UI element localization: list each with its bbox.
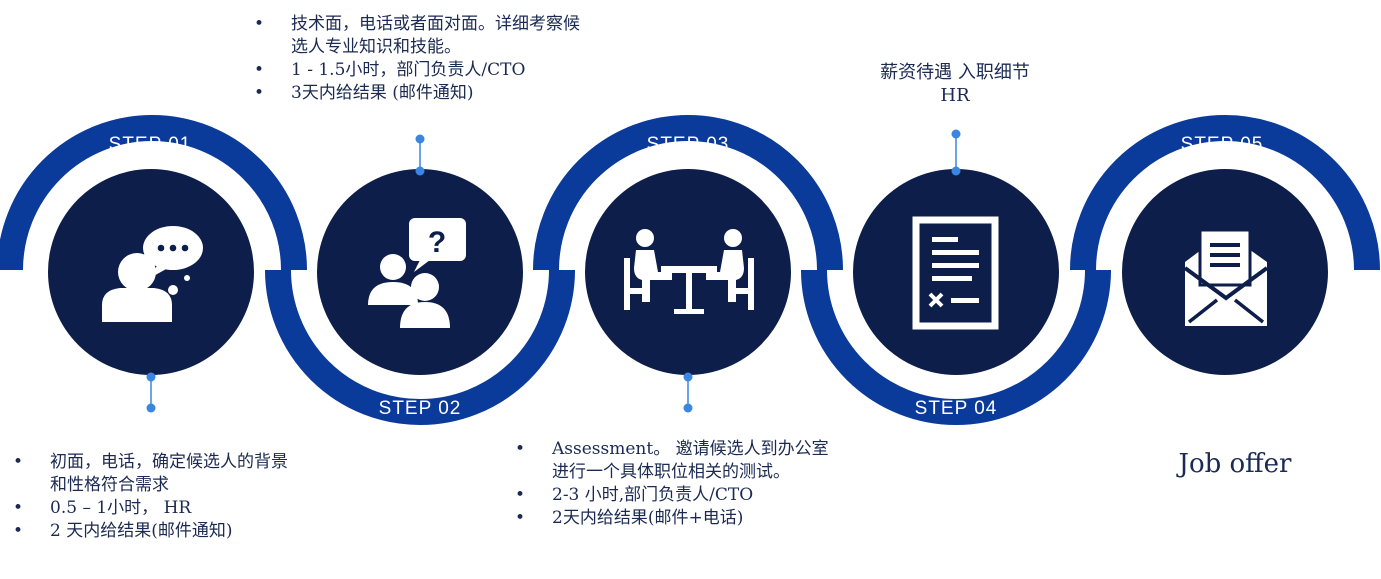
step5-job-offer: Job offer bbox=[1178, 449, 1292, 479]
step2-text-item: 3天内给结果 (邮件通知) bbox=[254, 82, 584, 105]
step4-circle bbox=[853, 169, 1059, 375]
step2-label: STEP 02 bbox=[379, 398, 462, 419]
step3-description: Assessment。 邀请候选人到办公室进行一个具体职位相关的测试。 2-3 … bbox=[515, 438, 835, 530]
question-interview-icon: ? bbox=[368, 218, 466, 328]
step4-arc bbox=[801, 269, 1111, 425]
step1-text-item: 初面，电话，确定候选人的背景和性格符合需求 bbox=[13, 451, 298, 497]
step5-label: STEP 05 bbox=[1181, 134, 1264, 155]
step5-arc bbox=[1070, 115, 1380, 271]
step4-connector bbox=[951, 129, 961, 176]
consultation-chat-icon bbox=[102, 226, 203, 322]
step1-arc bbox=[0, 115, 307, 271]
step3-arc bbox=[533, 115, 843, 271]
step1-text-item: 0.5 – 1小时， HR bbox=[13, 497, 298, 520]
step2-text-item: 技术面，电话或者面对面。详细考察候选人专业知识和技能。 bbox=[254, 13, 584, 59]
step2-circle bbox=[317, 169, 523, 375]
step3-connector bbox=[683, 372, 693, 413]
step3-label: STEP 03 bbox=[647, 134, 730, 155]
step4-text-item: 薪资待遇 入职细节 bbox=[880, 62, 1030, 83]
step1-description: 初面，电话，确定候选人的背景和性格符合需求 0.5 – 1小时， HR 2 天内… bbox=[13, 451, 298, 543]
meeting-table-icon bbox=[624, 229, 754, 314]
step1-connector bbox=[146, 372, 156, 413]
svg-text:?: ? bbox=[428, 226, 446, 259]
step4-label: STEP 04 bbox=[915, 398, 998, 419]
step3-text-item: 2天内给结果(邮件+电话) bbox=[515, 507, 835, 530]
contract-document-icon bbox=[912, 216, 999, 330]
step2-connector bbox=[415, 134, 425, 176]
step4-description: 薪资待遇 入职细节 HR bbox=[850, 61, 1060, 107]
step1-text-item: 2 天内给结果(邮件通知) bbox=[13, 520, 298, 543]
step1-label: STEP 01 bbox=[109, 134, 192, 155]
step2-arc bbox=[265, 269, 575, 425]
step4-text-item: HR bbox=[940, 85, 970, 106]
step3-text-item: Assessment。 邀请候选人到办公室进行一个具体职位相关的测试。 bbox=[515, 438, 835, 484]
step2-description: 技术面，电话或者面对面。详细考察候选人专业知识和技能。 1 - 1.5小时，部门… bbox=[254, 13, 584, 105]
envelope-letter-icon bbox=[1183, 228, 1269, 326]
step2-text-item: 1 - 1.5小时，部门负责人/CTO bbox=[254, 59, 584, 82]
step3-text-item: 2-3 小时,部门负责人/CTO bbox=[515, 484, 835, 507]
